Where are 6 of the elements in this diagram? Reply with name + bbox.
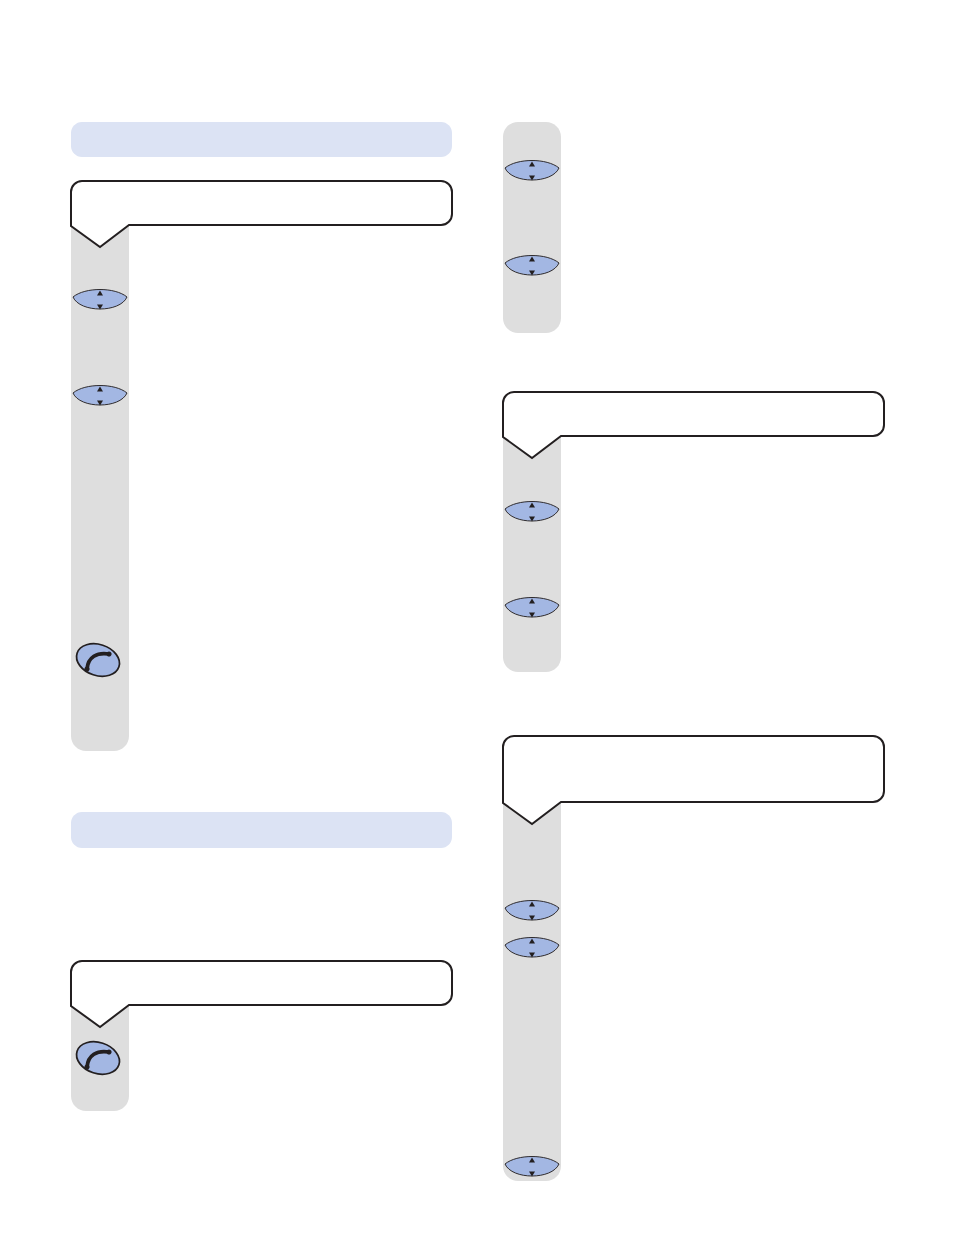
speech-bubble — [502, 735, 885, 825]
speech-bubble — [70, 180, 453, 248]
speech-bubble — [502, 391, 885, 459]
speech-bubble — [70, 960, 453, 1028]
heading-band — [71, 812, 452, 848]
heading-band — [71, 122, 452, 157]
